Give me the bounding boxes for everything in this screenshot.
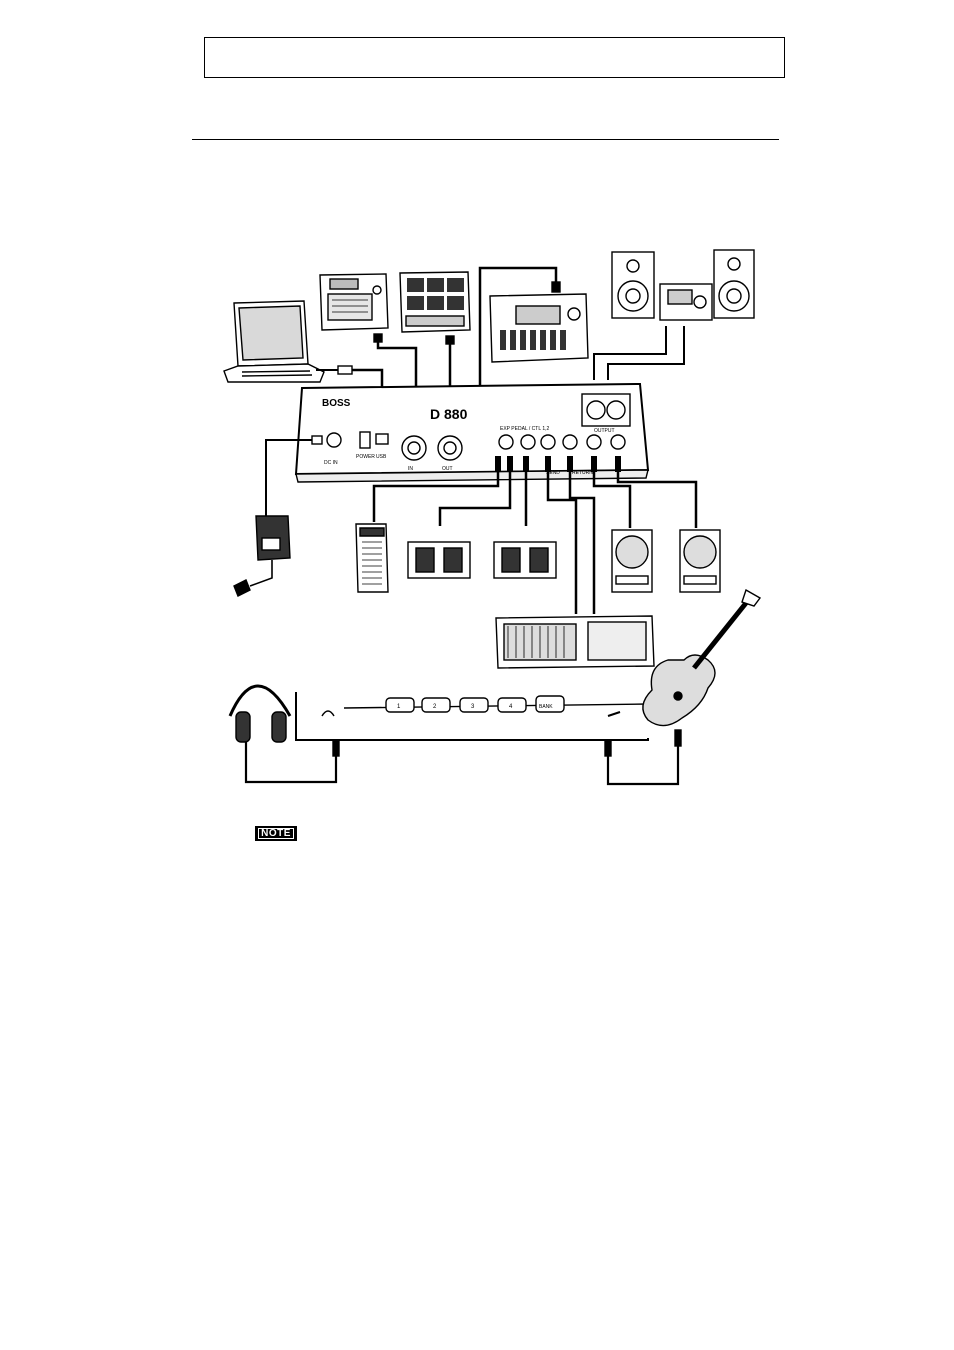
section-rule <box>192 139 779 140</box>
dc-in-label: DC IN <box>324 460 338 466</box>
stereo-speaker-right-icon <box>713 249 755 319</box>
panel-model: D 880 <box>430 406 468 422</box>
expression-pedal-icon <box>355 523 389 593</box>
monitor-speaker-left-icon <box>611 529 653 593</box>
usb-port[interactable] <box>375 433 389 445</box>
power-switch[interactable] <box>359 431 371 449</box>
ac-adapter-icon <box>255 515 291 561</box>
footswitch-pedal-1-icon <box>407 541 471 579</box>
midi-in-label: IN <box>408 466 413 472</box>
footswitch-3-label: 3 <box>471 704 475 710</box>
footswitch-3[interactable] <box>459 697 489 713</box>
footswitch-pedal-2-icon <box>493 541 557 579</box>
monitor-speaker-right-icon <box>679 529 721 593</box>
output-xlr-right[interactable] <box>606 400 626 420</box>
send-label: SEND <box>546 470 560 476</box>
footswitch-1-label: 1 <box>397 704 401 710</box>
output-xlr-left[interactable] <box>586 400 606 420</box>
drum-machine-icon <box>319 273 389 331</box>
electric-guitar-icon <box>642 588 762 727</box>
footswitch-4-label: 4 <box>509 704 513 710</box>
panel-logo: BOSS <box>322 398 351 409</box>
return-label: RETURN <box>572 470 593 476</box>
footswitch-row: 1 2 3 4 BANK <box>385 695 565 713</box>
laptop-icon <box>223 300 325 383</box>
header-box <box>204 37 785 78</box>
guitar-amp-icon <box>495 615 655 669</box>
footswitch-2-label: 2 <box>433 704 437 710</box>
midi-out-label: OUT <box>442 466 453 472</box>
output-label: OUTPUT <box>594 428 615 434</box>
stereo-receiver-icon <box>659 283 713 321</box>
connection-diagram: BOSS D 880 DC IN POWER USB IN OUT EXP PE… <box>223 249 762 786</box>
note-label: NOTE <box>258 828 294 839</box>
midi-out-jack[interactable] <box>437 435 463 461</box>
quarter-inch-jacks <box>498 434 626 450</box>
rear-panel: BOSS D 880 DC IN POWER USB IN OUT EXP PE… <box>294 382 650 483</box>
multi-effects-unit-icon <box>489 293 589 363</box>
footswitch-bank-label: BANK <box>539 704 553 710</box>
dc-in-jack[interactable] <box>326 432 342 448</box>
stereo-speaker-left-icon <box>611 251 655 319</box>
footswitch-bank[interactable] <box>535 695 565 713</box>
headphone-jack-icon <box>321 710 335 717</box>
power-label: POWER <box>356 454 375 460</box>
pad-controller-icon <box>399 271 471 333</box>
footswitch-2[interactable] <box>421 697 451 713</box>
exp-label: EXP PEDAL / CTL 1,2 <box>500 426 550 432</box>
note-badge: NOTE <box>255 826 297 841</box>
footswitch-1[interactable] <box>385 697 415 713</box>
headphones-icon <box>228 684 292 743</box>
footswitch-4[interactable] <box>497 697 527 713</box>
midi-in-jack[interactable] <box>401 435 427 461</box>
usb-label: USB <box>376 454 387 460</box>
